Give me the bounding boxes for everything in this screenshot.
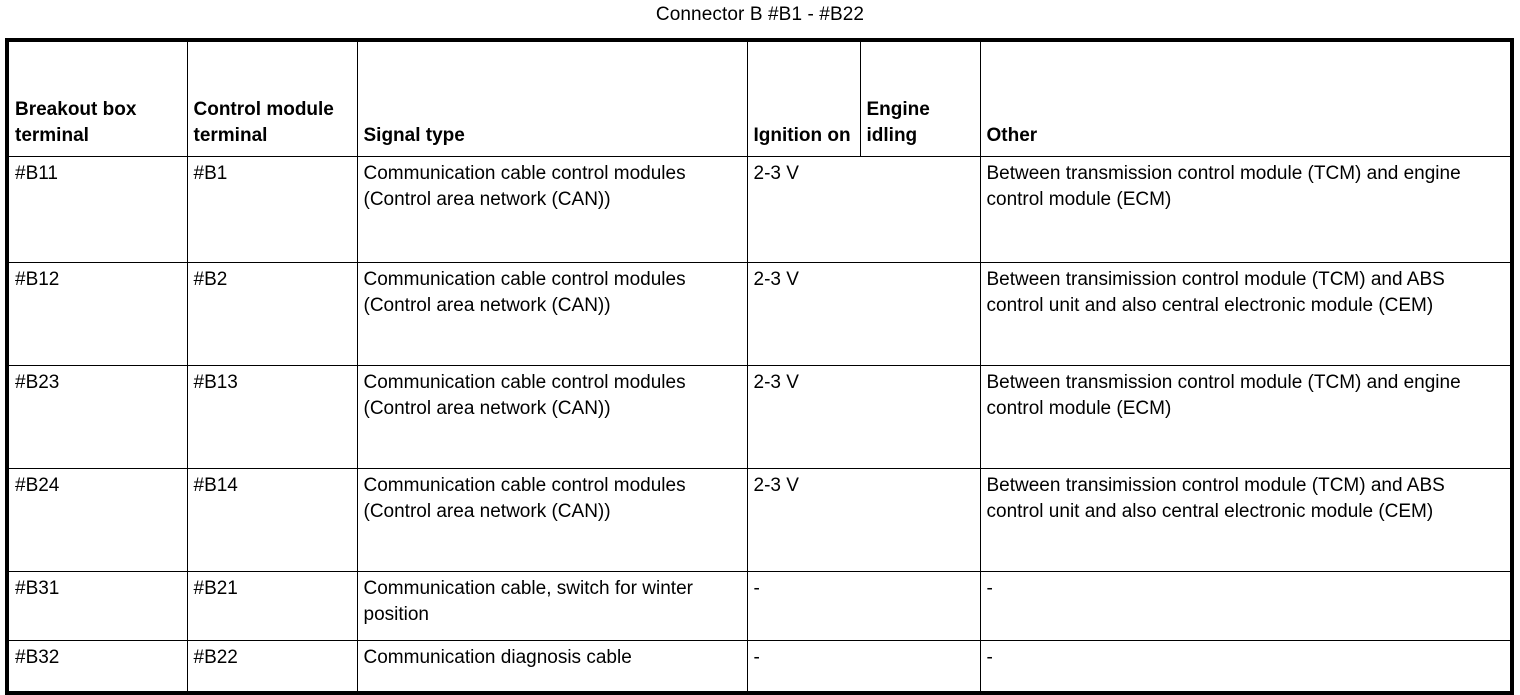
cell-other: Between transimission control module (TC… — [979, 468, 1513, 572]
table-header-row: Breakout box terminal Control module ter… — [6, 39, 1513, 157]
page-title: Connector B #B1 - #B22 — [655, 4, 865, 25]
cell-signal-type: Communication diagnosis cable — [356, 640, 748, 694]
column-header-breakout-box-terminal: Breakout box terminal — [6, 39, 188, 157]
table-body: #B11 #B1 Communication cable control mod… — [6, 156, 1513, 694]
cell-breakout-terminal: #B31 — [6, 571, 188, 641]
table-row: #B12 #B2 Communication cable control mod… — [6, 262, 1513, 366]
cell-other: - — [979, 640, 1513, 694]
cell-breakout-terminal: #B24 — [6, 468, 188, 572]
cell-breakout-terminal: #B12 — [6, 262, 188, 366]
table-row: #B31 #B21 Communication cable, switch fo… — [6, 571, 1513, 641]
cell-control-module-terminal: #B13 — [186, 365, 358, 469]
connector-b-table: Breakout box terminal Control module ter… — [5, 38, 1514, 695]
table-row: #B11 #B1 Communication cable control mod… — [6, 156, 1513, 263]
table-row: #B23 #B13 Communication cable control mo… — [6, 365, 1513, 469]
cell-ignition-on: 2-3 V — [746, 365, 981, 469]
cell-control-module-terminal: #B2 — [186, 262, 358, 366]
cell-ignition-on: 2-3 V — [746, 262, 981, 366]
page-root: Connector B #B1 - #B22 Breakout box term… — [5, 4, 1514, 695]
cell-other: - — [979, 571, 1513, 641]
table-row: #B32 #B22 Communication diagnosis cable … — [6, 640, 1513, 694]
table-container: Breakout box terminal Control module ter… — [5, 38, 1514, 695]
cell-signal-type: Communication cable, switch for winter p… — [356, 571, 748, 641]
cell-ignition-on: 2-3 V — [746, 468, 981, 572]
cell-control-module-terminal: #B21 — [186, 571, 358, 641]
cell-other: Between transmission control module (TCM… — [979, 156, 1513, 263]
cell-signal-type: Communication cable control modules (Con… — [356, 262, 748, 366]
cell-control-module-terminal: #B14 — [186, 468, 358, 572]
column-header-ignition-on: Ignition on — [746, 39, 861, 157]
cell-other: Between transimission control module (TC… — [979, 262, 1513, 366]
cell-ignition-on: - — [746, 571, 981, 641]
column-header-control-module-terminal: Control module terminal — [186, 39, 358, 157]
cell-ignition-on: 2-3 V — [746, 156, 981, 263]
cell-other: Between transmission control module (TCM… — [979, 365, 1513, 469]
cell-control-module-terminal: #B1 — [186, 156, 358, 263]
cell-signal-type: Communication cable control modules (Con… — [356, 365, 748, 469]
cell-breakout-terminal: #B23 — [6, 365, 188, 469]
column-header-signal-type: Signal type — [356, 39, 748, 157]
cell-signal-type: Communication cable control modules (Con… — [356, 468, 748, 572]
cell-ignition-on: - — [746, 640, 981, 694]
column-header-other: Other — [979, 39, 1513, 157]
column-header-engine-idling: Engine idling — [859, 39, 981, 157]
cell-signal-type: Communication cable control modules (Con… — [356, 156, 748, 263]
cell-control-module-terminal: #B22 — [186, 640, 358, 694]
cell-breakout-terminal: #B32 — [6, 640, 188, 694]
table-row: #B24 #B14 Communication cable control mo… — [6, 468, 1513, 572]
cell-breakout-terminal: #B11 — [6, 156, 188, 263]
